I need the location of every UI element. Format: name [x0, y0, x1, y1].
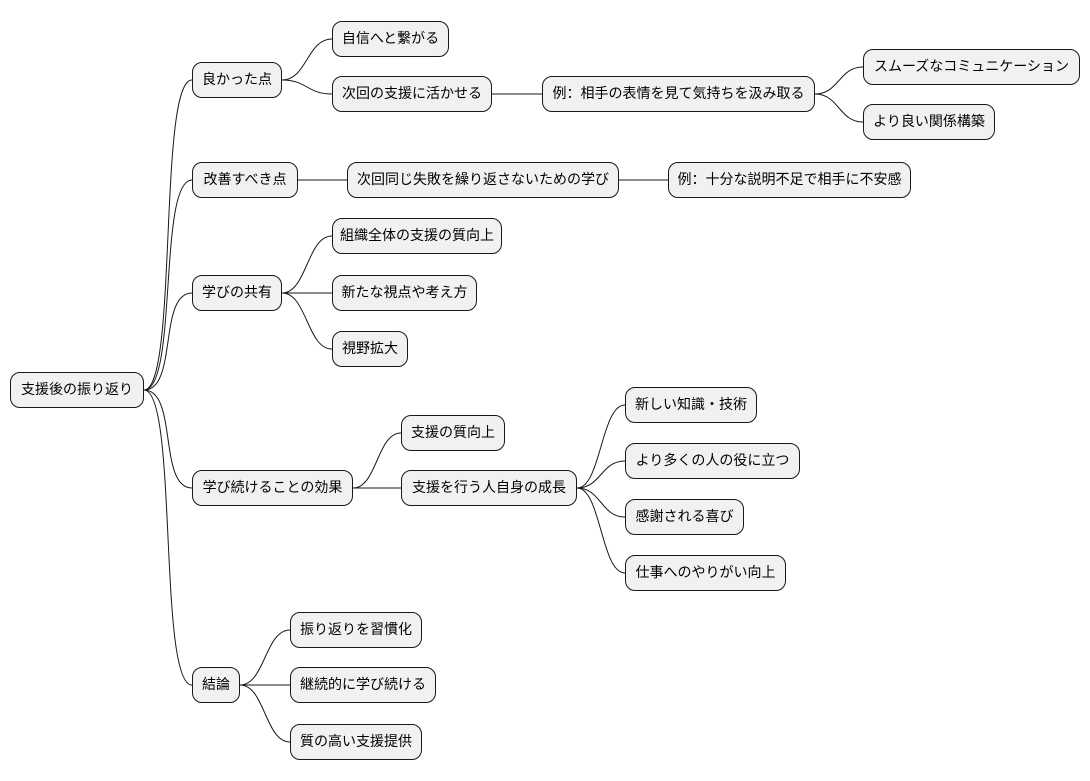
node-improve-example: 例：十分な説明不足で相手に不安感 [668, 162, 911, 198]
edge-root-continuous [143, 389, 193, 489]
node-improve-points: 改善すべき点 [192, 162, 298, 198]
root-node: 支援後の振り返り [10, 372, 144, 408]
node-self-growth: 支援を行う人自身の成長 [401, 470, 577, 506]
node-broaden: 視野拡大 [332, 331, 408, 367]
node-gratitude: 感謝される喜び [625, 499, 744, 535]
edge-example-better [814, 93, 864, 123]
edge-growth-gratitude [576, 487, 626, 518]
node-help-more: より多くの人の役に立つ [625, 443, 800, 479]
edge-root-sharing [143, 292, 193, 391]
node-new-views: 新たな視点や考え方 [332, 275, 477, 311]
node-knowledge: 新しい知識・技術 [625, 387, 757, 423]
node-good-example: 例：相手の表情を見て気持ちを汲み取る [542, 76, 815, 112]
node-org-quality: 組織全体の支援の質向上 [332, 218, 502, 254]
node-confidence: 自信へと繋がる [332, 21, 449, 57]
node-learning: 次回同じ失敗を繰り返さないための学び [347, 162, 619, 198]
edge-root-good [143, 79, 193, 391]
node-habit: 振り返りを習慣化 [290, 612, 422, 648]
edge-root-conclusion [143, 389, 193, 686]
node-quality-up: 支援の質向上 [401, 415, 505, 451]
edge-conc-habit [239, 629, 291, 686]
node-motivation: 仕事へのやりがい向上 [625, 555, 786, 591]
edge-growth-knowledge [576, 404, 626, 489]
edge-growth-help [576, 460, 626, 489]
node-keep-learning: 継続的に学び続ける [290, 667, 436, 703]
edge-root-improve [143, 179, 193, 391]
edge-growth-motivation [576, 487, 626, 574]
edge-cont-quality [352, 432, 402, 489]
node-quality-support: 質の高い支援提供 [290, 724, 422, 760]
node-conclusion: 結論 [192, 667, 240, 703]
node-smooth-comm: スムーズなコミュニケーション [863, 49, 1080, 85]
node-continuous: 学び続けることの効果 [192, 470, 353, 506]
node-next-support: 次回の支援に活かせる [332, 76, 492, 112]
edge-example-smooth [814, 66, 864, 95]
edge-good-next [281, 79, 333, 95]
node-good-points: 良かった点 [192, 62, 282, 98]
node-better-relations: より良い関係構築 [863, 104, 995, 140]
edge-sharing-broaden [281, 292, 333, 350]
node-sharing: 学びの共有 [192, 275, 282, 311]
edge-conc-quality [239, 684, 291, 743]
edge-good-confidence [281, 38, 333, 81]
edge-sharing-org [281, 235, 333, 294]
